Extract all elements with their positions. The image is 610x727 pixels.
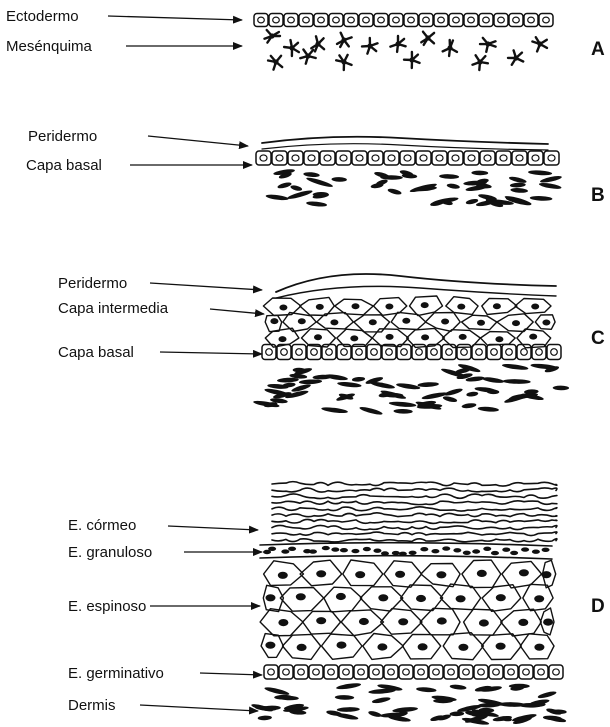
stratum-germinativum: [264, 665, 563, 679]
peridermis-c: [276, 274, 556, 298]
dermis-b: [265, 168, 562, 208]
leader-peridermo-c: [150, 283, 262, 290]
stratum-spinosum: [260, 560, 556, 660]
leader-capa-intermedia: [210, 309, 264, 314]
leader-e-germinativo: [200, 673, 262, 675]
ectoderm-cells: [254, 14, 553, 27]
mesenchyme-cells: [265, 30, 548, 70]
leader-dermis: [140, 705, 258, 711]
intermediate-layer-c: [263, 296, 555, 348]
dermis-d: [251, 682, 567, 726]
leader-ectodermo: [108, 16, 242, 20]
leader-arrows: [108, 16, 264, 711]
dermis-c: [253, 363, 569, 416]
leader-e-cormeo: [168, 526, 258, 530]
basal-layer-b: [256, 151, 559, 165]
stratum-corneum: [272, 482, 557, 542]
stratum-granulosum: [260, 543, 552, 559]
leader-peridermo-b: [148, 136, 248, 146]
tissue-layers: [251, 14, 569, 727]
peridermis-b: [262, 137, 548, 150]
leader-capa-basal-c: [160, 352, 262, 354]
basal-layer-c: [262, 345, 561, 360]
